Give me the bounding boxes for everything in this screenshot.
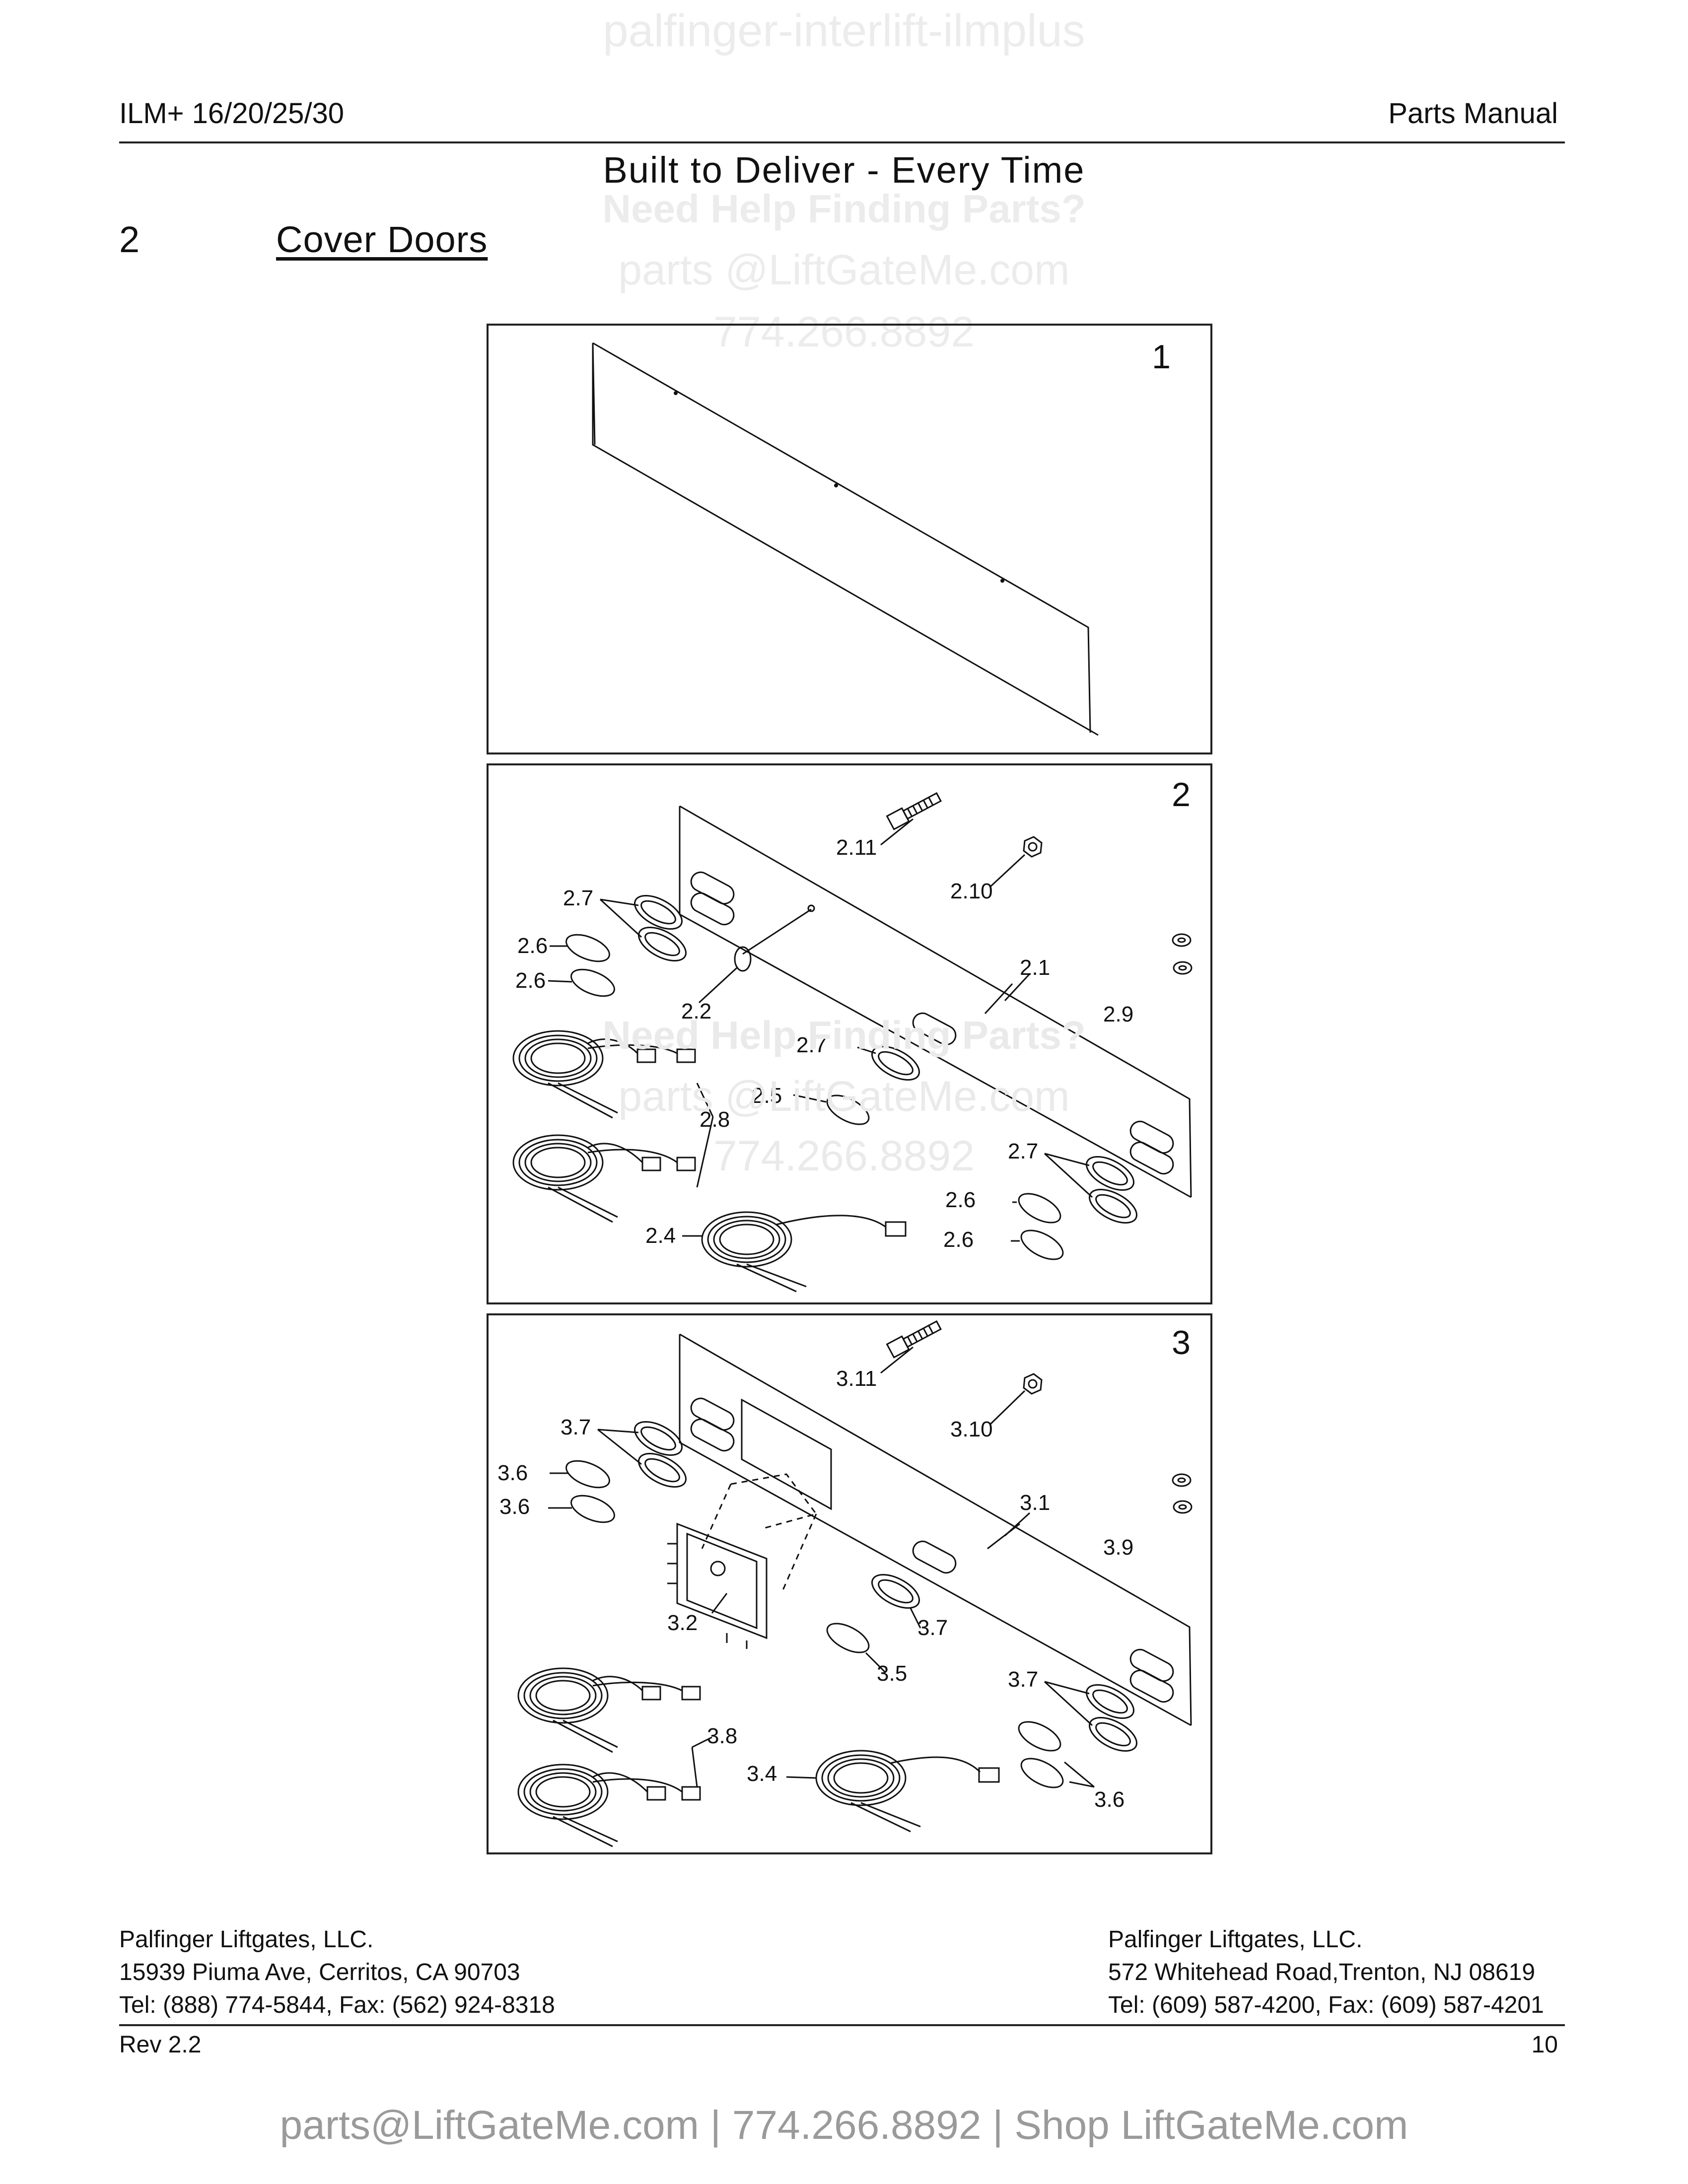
footer-west-office: Palfinger Liftgates, LLC. 15939 Piuma Av… xyxy=(119,1923,555,2022)
harness-coil-5 xyxy=(517,1764,701,1847)
header-divider xyxy=(119,141,1565,143)
watermark-help-overlay: Need Help Finding Parts? xyxy=(602,1013,1086,1057)
callout-2-5: 2.5 xyxy=(752,1084,782,1108)
callout-2-4: 2.4 xyxy=(645,1224,676,1248)
footer-divider xyxy=(119,2024,1565,2026)
section-title: Cover Doors xyxy=(276,219,488,260)
callout-2-11: 2.11 xyxy=(836,835,877,860)
page-number: 10 xyxy=(1531,2032,1558,2058)
figure-1-panel: 1 xyxy=(487,324,1212,754)
callout-3-11: 3.11 xyxy=(836,1366,877,1391)
callout-2-6-d: 2.6 xyxy=(943,1228,974,1252)
header-model: ILM+ 16/20/25/30 xyxy=(119,97,345,130)
footer-west-address: 15939 Piuma Ave, Cerritos, CA 90703 xyxy=(119,1959,520,1985)
callout-2-10: 2.10 xyxy=(950,879,993,903)
section-number: 2 xyxy=(119,219,140,260)
callout-3-7-b: 3.7 xyxy=(917,1616,948,1640)
callout-3-4: 3.4 xyxy=(747,1762,777,1786)
figure-1-number: 1 xyxy=(1152,338,1171,376)
figure-3-number: 3 xyxy=(1172,1324,1191,1362)
callout-3-1: 3.1 xyxy=(1020,1491,1050,1515)
callout-2-9: 2.9 xyxy=(1103,1002,1133,1026)
callout-2-6-b: 2.6 xyxy=(515,968,546,993)
callout-2-8: 2.8 xyxy=(700,1107,730,1132)
callout-3-5: 3.5 xyxy=(877,1661,907,1686)
figure-3-drawing: 3.11 3.10 3.7 3.6 3.6 3.1 3.9 3.2 3.7 3.… xyxy=(497,1320,1193,1847)
callout-2-7-a: 2.7 xyxy=(563,886,593,910)
watermark-email: parts @LiftGateMe.com xyxy=(618,246,1070,294)
cover-panel-edge-upper xyxy=(592,342,1091,733)
harness-coil-6 xyxy=(815,1750,1000,1833)
harness-coil-3 xyxy=(701,1211,907,1293)
footer-east-contact: Tel: (609) 587-4200, Fax: (609) 587-4201 xyxy=(1108,1992,1544,2018)
footer-west-company: Palfinger Liftgates, LLC. xyxy=(119,1926,374,1953)
watermark-phone-overlay: 774.266.8892 xyxy=(713,1132,975,1180)
watermark-email-overlay: parts @LiftGateMe.com xyxy=(618,1073,1070,1120)
callout-3-2: 3.2 xyxy=(667,1611,698,1635)
callout-3-8: 3.8 xyxy=(707,1724,737,1748)
callout-3-6-a: 3.6 xyxy=(497,1461,528,1485)
figure-1-drawing xyxy=(592,342,1099,736)
figure-3-panel: 3 xyxy=(487,1313,1212,1854)
harness-coil-1 xyxy=(512,1030,696,1119)
figure-2-callouts: 2.11 2.10 2.7 2.6 2.6 2.1 2.2 2.9 2.7 2.… xyxy=(515,835,1133,1252)
callout-3-9: 3.9 xyxy=(1103,1535,1133,1560)
harness-coil-4 xyxy=(517,1667,701,1753)
callout-3-10: 3.10 xyxy=(950,1417,993,1441)
bottom-contact-banner: parts@LiftGateMe.com | 774.266.8892 | Sh… xyxy=(280,2103,1408,2148)
callout-2-2: 2.2 xyxy=(681,999,711,1024)
header-manual-title: Parts Manual xyxy=(1388,97,1558,130)
footer-east-company: Palfinger Liftgates, LLC. xyxy=(1108,1926,1363,1953)
callout-2-6-c: 2.6 xyxy=(945,1188,976,1212)
watermark-help: Need Help Finding Parts? xyxy=(602,187,1086,231)
footer-east-office: Palfinger Liftgates, LLC. 572 Whitehead … xyxy=(1108,1923,1544,2022)
callout-2-7-b: 2.7 xyxy=(796,1033,827,1057)
callout-3-7-a: 3.7 xyxy=(561,1415,591,1439)
callout-3-6-c: 3.6 xyxy=(1094,1787,1125,1812)
callout-3-6-b: 3.6 xyxy=(499,1495,530,1519)
watermark-phone: 774.266.8892 xyxy=(713,308,975,356)
figure-2-number: 2 xyxy=(1172,776,1191,814)
tagline: Built to Deliver - Every Time xyxy=(603,149,1085,191)
revision-label: Rev 2.2 xyxy=(119,2032,202,2058)
footer-east-address: 572 Whitehead Road,Trenton, NJ 08619 xyxy=(1108,1959,1536,1985)
callout-3-7-c: 3.7 xyxy=(1008,1667,1038,1692)
harness-coil-2 xyxy=(512,1134,696,1223)
figure-2-drawing: 2.11 2.10 2.7 2.6 2.6 2.1 2.2 2.9 2.7 2.… xyxy=(512,792,1193,1293)
callout-2-7-c: 2.7 xyxy=(1008,1139,1038,1163)
figure-3-callouts: 3.11 3.10 3.7 3.6 3.6 3.1 3.9 3.2 3.7 3.… xyxy=(497,1366,1133,1812)
cover-panel-edge-lower xyxy=(592,343,1099,736)
watermark-top: palfinger-interlift-ilmplus xyxy=(603,5,1085,56)
callout-2-1: 2.1 xyxy=(1020,956,1050,980)
figure-2-panel: 2 xyxy=(487,763,1212,1304)
callout-2-6-a: 2.6 xyxy=(517,934,548,958)
footer-west-contact: Tel: (888) 774-5844, Fax: (562) 924-8318 xyxy=(119,1992,555,2018)
